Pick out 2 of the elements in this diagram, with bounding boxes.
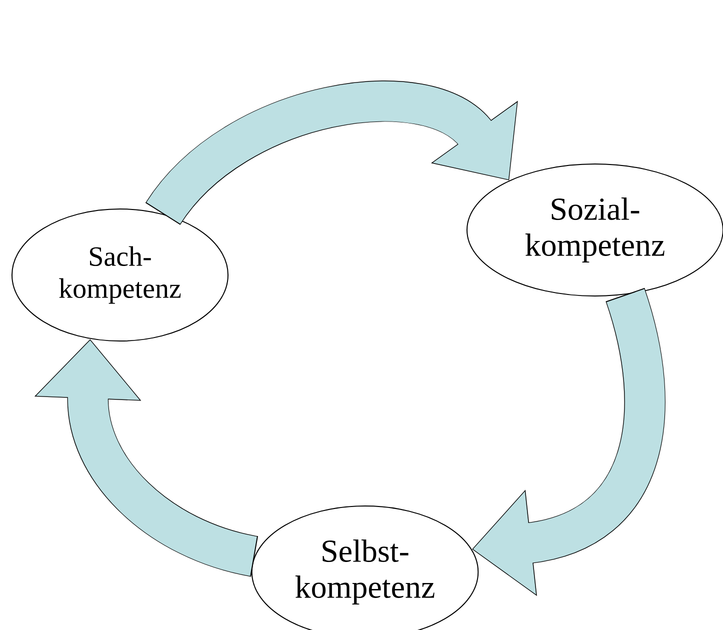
ellipse-node: Sach- kompetenz bbox=[12, 208, 228, 342]
curved-block-arrow bbox=[146, 80, 518, 226]
